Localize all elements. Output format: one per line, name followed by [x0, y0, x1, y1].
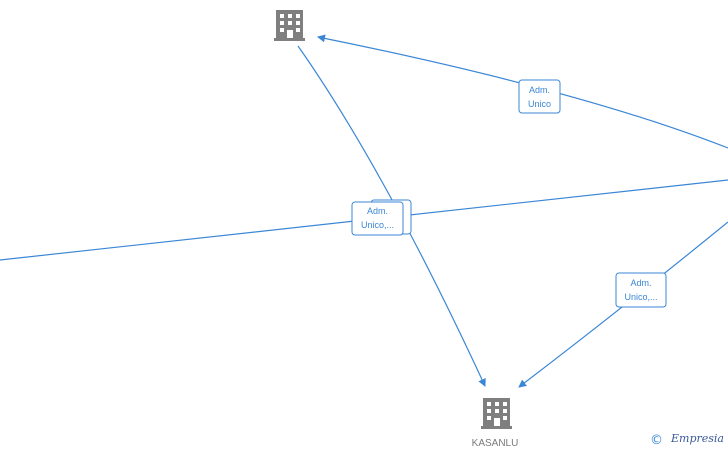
copyright-symbol: © — [650, 433, 663, 448]
edge-top-company-to-kasanlu[interactable] — [297, 45, 486, 387]
edge-label-line2: Unico,... — [361, 220, 394, 230]
edge-label-line1: Adm. — [529, 85, 550, 95]
edge-label-adm-unico-top[interactable]: Adm. Unico — [518, 79, 561, 114]
edge-label-line2: Unico,... — [624, 292, 657, 302]
edge-label-line2: Unico — [528, 99, 551, 109]
node-kasanlu[interactable]: KASANLU — [472, 398, 519, 449]
edge-label-adm-unico-right[interactable]: Adm. Unico,... — [615, 272, 667, 308]
building-icon — [274, 10, 305, 41]
empresia-logo: Empresia — [670, 432, 724, 445]
node-top-company[interactable] — [274, 10, 305, 41]
node-label-kasanlu: KASANLU — [472, 438, 519, 449]
edge-label-adm-unico-center[interactable]: Adm. Unico,... — [351, 201, 404, 236]
edge-label-line1: Adm. — [630, 278, 651, 288]
empresia-watermark: © Empresia — [650, 432, 724, 448]
edge-label-line1: Adm. — [367, 206, 388, 216]
building-icon — [481, 398, 512, 429]
